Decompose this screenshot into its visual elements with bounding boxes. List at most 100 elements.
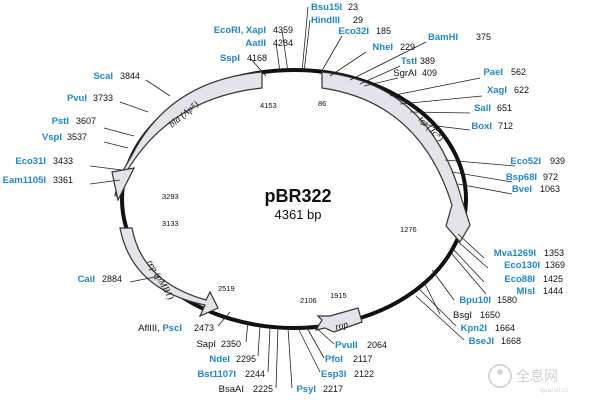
- site-leader-line: [423, 281, 441, 315]
- site-position: 4168: [247, 53, 267, 63]
- site-leader-line: [103, 127, 135, 137]
- plasmid-name: pBR322: [264, 186, 331, 206]
- site-position: 23: [348, 2, 358, 12]
- site-leader-line: [257, 325, 261, 357]
- site-leader-line: [415, 295, 465, 341]
- site-leader-line: [455, 239, 489, 269]
- tet-gene-arrow: [321, 71, 471, 244]
- site-leader-line: [363, 77, 399, 87]
- site-position: 3844: [120, 71, 140, 81]
- site-position: 2473: [194, 323, 214, 333]
- site-name: Eco32I: [338, 26, 369, 37]
- site-position: 229: [400, 42, 415, 52]
- plasmid-size: 4361 bp: [275, 207, 322, 222]
- site-leader-line: [129, 275, 161, 283]
- watermark-logo-icon: [488, 364, 512, 388]
- site-position: 1650: [480, 310, 500, 320]
- site-name: BamHI: [428, 32, 458, 43]
- site-position: 1353: [544, 248, 564, 258]
- site-name: BveI: [512, 184, 532, 195]
- site-position: 1664: [495, 323, 515, 333]
- site-leader-line: [145, 79, 171, 97]
- site-leader-line: [303, 19, 311, 73]
- site-leader-line: [329, 51, 367, 77]
- site-position: 972: [543, 172, 558, 182]
- site-name: XagI: [487, 85, 507, 96]
- site-name: TstI: [401, 56, 417, 67]
- site-leader-line: [419, 123, 471, 131]
- site-leader-line: [119, 101, 149, 113]
- site-name: Eam1105I: [3, 175, 46, 186]
- tick-label: 2106: [300, 296, 317, 305]
- site-leader-line: [301, 6, 309, 73]
- site-leader-line: [305, 325, 325, 359]
- site-position: 1580: [497, 295, 517, 305]
- site-position: 3361: [53, 175, 73, 185]
- site-name: SalI: [474, 103, 491, 114]
- site-name: BoxI: [471, 121, 492, 132]
- tick-label: 3133: [162, 219, 179, 228]
- site-leader-line: [267, 327, 271, 373]
- site-leader-line: [419, 289, 457, 327]
- site-leader-line: [313, 325, 335, 345]
- site-leader-line: [444, 159, 516, 167]
- site-position: 2064: [367, 340, 387, 350]
- plasmid-backbone: [120, 68, 468, 330]
- site-name: BseJI: [469, 336, 494, 347]
- site-name: BsgI: [453, 310, 472, 321]
- site-position: 1063: [540, 184, 560, 194]
- site-name: PvuI: [67, 93, 87, 104]
- site-leader-line: [389, 77, 481, 97]
- site-leader-line: [281, 29, 289, 73]
- site-leader-line: [457, 183, 513, 195]
- site-position: 3537: [67, 132, 87, 142]
- site-leader-line: [217, 311, 231, 327]
- site-name: PsyI: [296, 384, 316, 395]
- site-name: MlsI: [517, 286, 535, 297]
- tick-label: 1276: [400, 225, 417, 234]
- site-position: 712: [498, 121, 513, 131]
- site-name: NdeI: [209, 354, 230, 365]
- site-name: SgrAI: [393, 68, 417, 79]
- site-leader-line: [349, 41, 427, 81]
- rop-gene-label: rop: [334, 320, 349, 333]
- site-leader-line: [275, 327, 279, 389]
- leader-lines: [89, 6, 516, 389]
- site-name: Bst1107I: [197, 369, 236, 380]
- watermark-logo-dot: [497, 369, 503, 375]
- site-name: HindIII: [311, 15, 340, 26]
- site-name: Eco52I: [510, 156, 541, 167]
- site-name: Eco130I: [504, 260, 540, 271]
- site-name: SapI: [196, 339, 216, 350]
- site-position: 2295: [236, 354, 256, 364]
- site-name: ScaI: [93, 71, 113, 82]
- site-position: 2884: [102, 274, 122, 284]
- site-position: 3733: [93, 93, 113, 103]
- site-leader-line: [359, 65, 401, 85]
- site-name: Kpn2I: [461, 323, 487, 334]
- site-name: NheI: [372, 42, 393, 53]
- tick-label: 1915: [330, 291, 347, 300]
- site-position: 4359: [273, 25, 293, 35]
- site-leader-line: [451, 253, 487, 295]
- site-position: 389: [420, 56, 435, 66]
- site-leader-line: [399, 95, 483, 105]
- site-position: 1425: [543, 274, 563, 284]
- site-position: 2217: [323, 384, 343, 394]
- site-position: 2244: [245, 369, 265, 379]
- site-leader-line: [245, 321, 249, 343]
- site-position: 409: [422, 68, 437, 78]
- site-name: CaiI: [78, 274, 95, 285]
- site-position: 1369: [545, 260, 565, 270]
- site-leader-line: [287, 327, 293, 389]
- site-name: Bsu15I: [311, 2, 342, 13]
- site-name: AflIII, PscI: [138, 323, 182, 334]
- site-name: PaeI: [483, 67, 503, 78]
- site-name: Bpu10I: [459, 295, 491, 306]
- tick-label: 2519: [218, 284, 235, 293]
- site-leader-line: [103, 141, 129, 149]
- site-name: Eco31I: [15, 156, 46, 167]
- site-position: 939: [550, 156, 565, 166]
